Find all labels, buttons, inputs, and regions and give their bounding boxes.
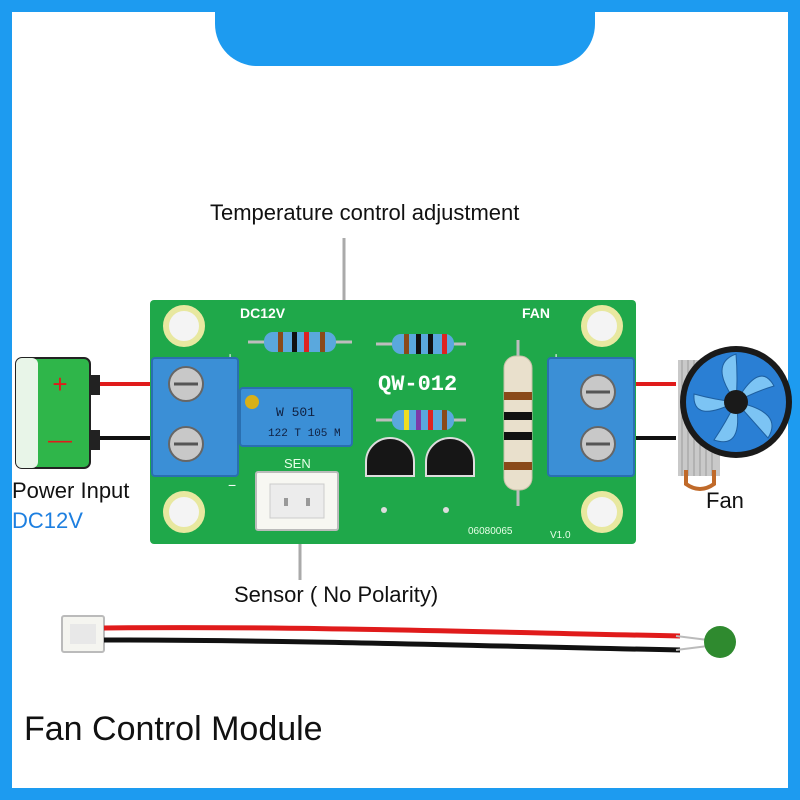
blue-top-tab <box>215 0 595 66</box>
adjust-screw <box>245 395 259 409</box>
fan-label: Fan <box>706 488 744 513</box>
sensor-label: Sensor ( No Polarity) <box>234 582 439 607</box>
resistor <box>376 334 466 354</box>
mount-hole <box>163 305 205 347</box>
transistor <box>425 437 475 513</box>
mount-hole <box>581 491 623 533</box>
pot-code: W 501 <box>276 405 315 420</box>
battery-minus-label: — <box>48 427 72 454</box>
pcb-serial: 06080065 <box>468 526 513 537</box>
product-title: Fan Control Module <box>24 710 323 748</box>
mount-hole <box>581 305 623 347</box>
power-input-label: Power Input <box>12 478 130 503</box>
thermistor <box>704 626 736 658</box>
mount-hole <box>163 491 205 533</box>
blue-frame-right <box>788 0 800 800</box>
pcb-model-label: QW-012 <box>378 372 457 397</box>
transistor <box>365 437 415 513</box>
temperature-potentiometer: W 501 122 T 105 M <box>239 387 353 447</box>
temperature-adjust-label: Temperature control adjustment <box>210 200 520 225</box>
sensor-connector <box>255 471 339 531</box>
power-terminal-block <box>151 357 239 477</box>
battery-plus-label: + <box>52 369 67 399</box>
resistor <box>248 332 352 352</box>
blue-frame-left <box>0 0 12 800</box>
pcb-version: V1.0 <box>550 530 571 541</box>
battery-icon: + — <box>15 357 100 469</box>
pot-code2: 122 T 105 M <box>268 428 341 440</box>
power-voltage-label: DC12V <box>12 508 83 533</box>
pcb-minus-left: − <box>228 477 236 493</box>
fan-terminal-block <box>547 357 635 477</box>
sensor-cable <box>61 615 736 658</box>
pcb-dc-label: DC12V <box>240 305 286 321</box>
pcb-fan-label: FAN <box>522 305 550 321</box>
fan-cooler-icon <box>678 346 792 491</box>
pcb-sen-label: SEN <box>284 456 311 471</box>
resistor <box>376 410 466 430</box>
blue-frame-bottom <box>0 788 800 800</box>
power-resistor <box>503 340 533 506</box>
